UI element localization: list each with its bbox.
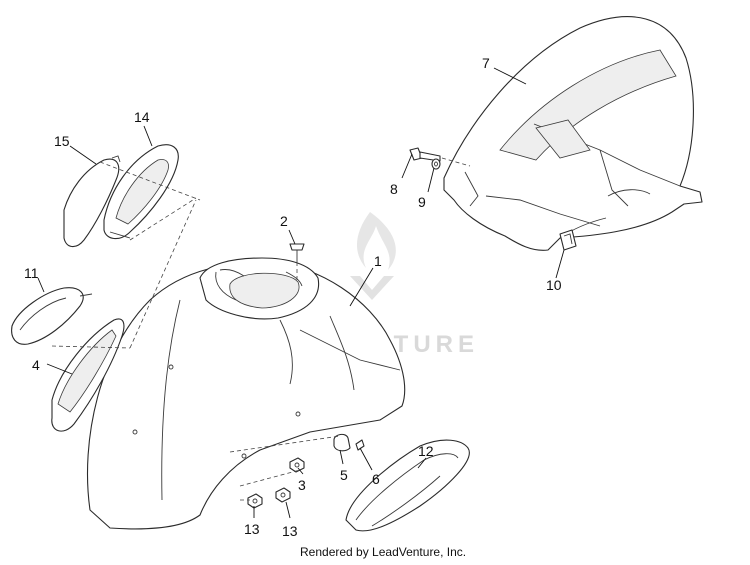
part-2-screw[interactable] — [289, 243, 305, 280]
callout-12: 12 — [418, 443, 434, 459]
callout-6: 6 — [372, 471, 380, 487]
part-4-side-reflector[interactable] — [51, 318, 125, 432]
part-3-nut[interactable] — [289, 457, 305, 473]
leader-lines — [37, 67, 565, 519]
callout-11: 11 — [24, 265, 39, 281]
part-1-front-mudguard[interactable] — [86, 257, 406, 530]
part-12-reflector[interactable] — [345, 439, 470, 532]
watermark-chevron-icon — [350, 276, 394, 300]
callout-9: 9 — [418, 194, 426, 210]
callouts: 1 2 3 4 5 6 7 8 9 10 11 12 13 13 14 15 — [24, 55, 562, 539]
callout-4: 4 — [32, 357, 40, 373]
part-13-nut-left[interactable] — [247, 493, 263, 509]
part-5-spacer[interactable] — [333, 433, 351, 452]
part-15-bracket[interactable] — [63, 155, 121, 248]
part-6-screw[interactable] — [355, 439, 365, 451]
callout-14: 14 — [134, 109, 150, 125]
part-13-nut-right[interactable] — [275, 487, 291, 503]
footer-credit: Rendered by LeadVenture, Inc. — [300, 545, 466, 559]
part-9-washer[interactable] — [431, 158, 441, 170]
part-10-clip[interactable] — [559, 229, 577, 251]
part-11-reflector-holder[interactable] — [11, 287, 93, 345]
callout-3: 3 — [298, 477, 306, 493]
callout-10: 10 — [546, 277, 562, 293]
callout-13-left: 13 — [244, 521, 260, 537]
callout-2: 2 — [280, 213, 288, 229]
watermark-flame-icon — [356, 212, 396, 270]
part-14-side-reflector[interactable] — [103, 144, 179, 240]
callout-5: 5 — [340, 467, 348, 483]
callout-1: 1 — [374, 253, 382, 269]
callout-13-right: 13 — [282, 523, 298, 539]
callout-8: 8 — [390, 181, 398, 197]
part-7-rear-hugger[interactable] — [443, 16, 703, 251]
callout-15: 15 — [54, 133, 70, 149]
callout-7: 7 — [482, 55, 490, 71]
